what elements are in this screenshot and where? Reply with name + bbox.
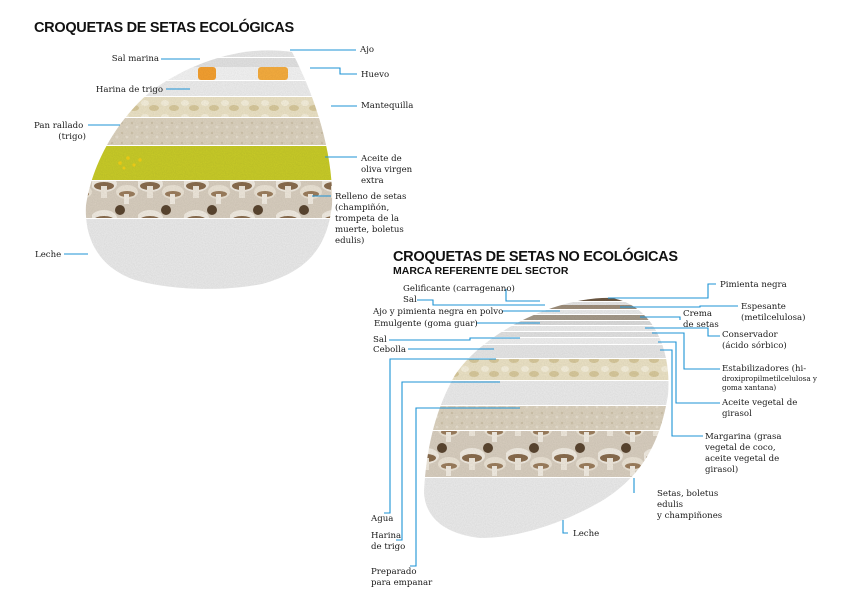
noeco-layer-crema xyxy=(424,315,669,320)
eco-leader-huevo xyxy=(310,67,357,75)
noeco-label-gelificante: Gelificante (carragenano) xyxy=(403,283,515,294)
noeco-leader-leche xyxy=(562,520,568,534)
noeco-leader-preparado xyxy=(410,407,520,567)
noeco-layer-estabilizadores xyxy=(424,359,669,380)
noeco-leader-sal-mid xyxy=(389,337,520,341)
noeco-layer-ajo-pimienta xyxy=(424,321,669,325)
noeco-label-crema: Crema de setas xyxy=(683,309,719,330)
noeco-leader-gelificante xyxy=(505,289,540,302)
noeco-leader-conservador xyxy=(645,327,720,337)
noeco-subtitle: MARCA REFERENTE DEL SECTOR xyxy=(393,265,569,277)
noeco-layer-aceite xyxy=(424,381,669,405)
eco-layer-sal xyxy=(85,58,333,67)
noeco-label-preparado: Preparado para empanar xyxy=(371,567,433,588)
eco-layer-pan-rallado xyxy=(85,118,333,145)
noeco-layer-leche xyxy=(424,478,669,538)
noeco-label-sal-mid: Sal xyxy=(373,335,387,345)
noeco-leader-pimienta xyxy=(608,283,716,299)
noeco-leader-agua xyxy=(384,358,496,514)
noeco-layer-sal-2 xyxy=(424,338,669,344)
eco-label-ajo: Ajo xyxy=(359,45,374,55)
noeco-label-harina: Harina de trigo xyxy=(371,531,405,552)
eco-layer-leche xyxy=(85,219,333,289)
eco-label-mantequilla: Mantequilla xyxy=(361,101,413,111)
noeco-leader-estabilizadores xyxy=(652,332,720,370)
noeco-label-pimienta: Pimienta negra xyxy=(720,280,787,290)
noeco-label-agua: Agua xyxy=(370,514,393,524)
noeco-leader-margarina xyxy=(660,349,703,437)
noeco-layer-cebolla xyxy=(424,345,669,358)
noeco-label-setas: Setas, boletus edulis y champiñones xyxy=(656,489,722,521)
eco-layer-mantequilla xyxy=(85,97,333,117)
noeco-title: CROQUETAS DE SETAS NO ECOLÓGICAS xyxy=(393,247,678,265)
noeco-label-cebolla: Cebolla xyxy=(373,345,406,355)
eco-label-relleno: Relleno de setas (champiñón, trompeta de… xyxy=(335,192,409,246)
noeco-label-conservador: Conservador (ácido sórbico) xyxy=(722,330,787,351)
noeco-label-leche: Leche xyxy=(573,529,599,539)
noeco-label-ajo-pimienta: Ajo y pimienta negra en polvo xyxy=(372,307,503,317)
noeco-layer-emulgente xyxy=(424,332,669,337)
noeco-label-aceite: Aceite vegetal de girasol xyxy=(721,398,800,419)
noeco-leader-espesante xyxy=(620,305,738,308)
noeco-layer-margarina xyxy=(424,406,669,430)
noeco-label-emulgente: Emulgente (goma guar) xyxy=(374,318,478,329)
noeco-label-espesante: Espesante (metilcelulosa) xyxy=(741,302,806,323)
noeco-leader-aceite xyxy=(658,341,720,404)
noeco-layer-conservador xyxy=(424,326,669,331)
eco-label-pan-rallado: Pan rallado (trigo) xyxy=(34,121,86,142)
noeco-label-estabilizadores: Estabilizadores (hi- droxipropilmetilcel… xyxy=(722,363,819,392)
noeco-leader-sal-top xyxy=(417,299,545,306)
eco-label-harina: Harina de trigo xyxy=(96,85,163,95)
eco-label-huevo: Huevo xyxy=(361,70,389,80)
noeco-croqueta-diagram xyxy=(424,297,669,538)
eco-croqueta-diagram xyxy=(85,50,333,289)
noeco-layer-setas xyxy=(424,431,669,477)
noeco-leader-harina xyxy=(396,381,500,541)
eco-layer-relleno xyxy=(85,181,333,218)
eco-label-leche: Leche xyxy=(35,250,61,260)
eco-label-aceite: Aceite de oliva virgen extra xyxy=(360,154,415,186)
noeco-label-sal-top: Sal xyxy=(403,295,417,305)
noeco-label-margarina: Margarina (grasa vegetal de coco, aceite… xyxy=(704,431,784,475)
eco-label-sal-marina: Sal marina xyxy=(112,54,159,64)
noeco-layer-sal xyxy=(424,310,669,314)
eco-title: CROQUETAS DE SETAS ECOLÓGICAS xyxy=(34,18,294,36)
noeco-leader-crema xyxy=(640,316,681,320)
eco-layer-aceite xyxy=(85,146,333,180)
